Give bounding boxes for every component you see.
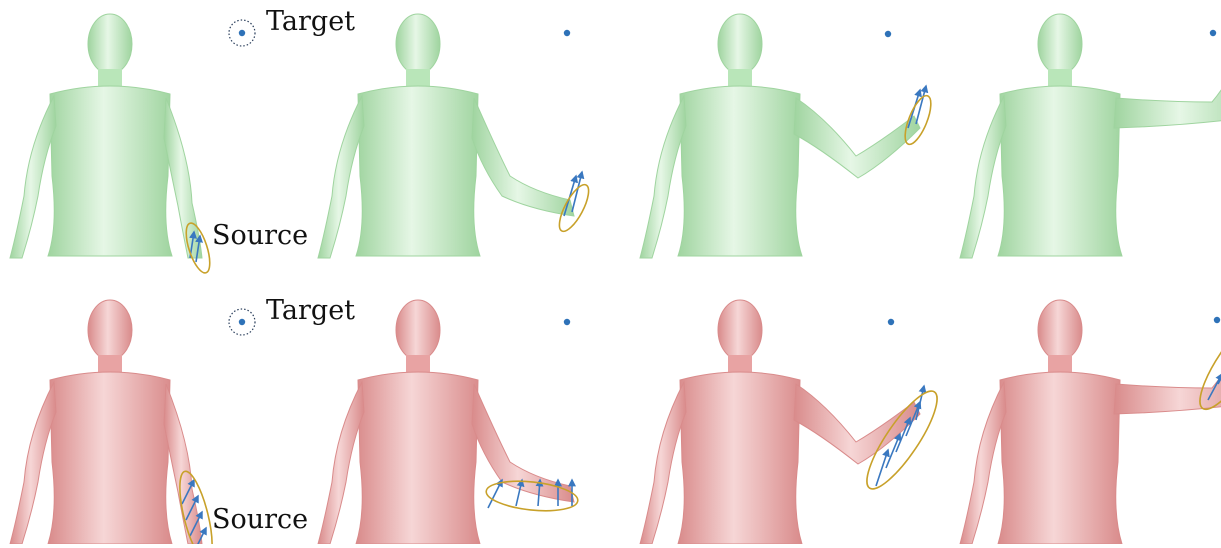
source-ellipse: [900, 93, 936, 148]
head: [718, 300, 762, 360]
direction-arrows: [908, 86, 926, 128]
target-label-bottom: Target: [266, 297, 355, 324]
right-arm: [164, 384, 202, 544]
torso: [998, 86, 1122, 256]
left-arm: [960, 96, 1006, 258]
right-arm: [164, 98, 202, 258]
torso: [998, 372, 1122, 544]
left-arm: [640, 96, 686, 258]
body-figure: [960, 14, 1221, 258]
target-dot: [239, 30, 245, 36]
torso: [48, 86, 172, 256]
target-dot: [888, 319, 894, 325]
right-arm: [472, 98, 574, 216]
body-figure: [318, 300, 574, 544]
left-arm: [10, 96, 56, 258]
body-figure: [10, 14, 202, 258]
target-dot: [1210, 30, 1216, 36]
target-label-top: Target: [266, 8, 355, 35]
target-dot: [564, 30, 570, 36]
head: [1038, 14, 1082, 74]
target-dot: [1214, 317, 1220, 323]
right-arm: [794, 98, 920, 178]
body-figure: [318, 14, 574, 258]
right-arm: [1114, 40, 1221, 128]
torso: [678, 86, 802, 256]
source-label-bottom: Source: [212, 506, 308, 533]
left-arm: [318, 96, 364, 258]
left-arm: [318, 382, 364, 544]
target-dot: [885, 31, 891, 37]
head: [396, 14, 440, 74]
left-arm: [640, 382, 686, 544]
source-label-top: Source: [212, 222, 308, 249]
left-arm: [960, 382, 1006, 544]
head: [88, 14, 132, 74]
torso: [678, 372, 802, 544]
right-arm: [1114, 326, 1221, 414]
torso: [356, 372, 480, 544]
head: [718, 14, 762, 74]
arrow: [916, 86, 926, 124]
head: [396, 300, 440, 360]
torso: [356, 86, 480, 256]
body-figure: [640, 14, 920, 258]
target-dot: [239, 319, 245, 325]
head: [88, 300, 132, 360]
torso: [48, 372, 172, 544]
body-figure: [10, 300, 202, 544]
left-arm: [10, 382, 56, 544]
body-figure: [640, 300, 920, 544]
head: [1038, 300, 1082, 360]
target-dot: [564, 319, 570, 325]
body-figure: [960, 300, 1221, 544]
right-arm: [794, 384, 920, 464]
arrow: [916, 386, 924, 420]
